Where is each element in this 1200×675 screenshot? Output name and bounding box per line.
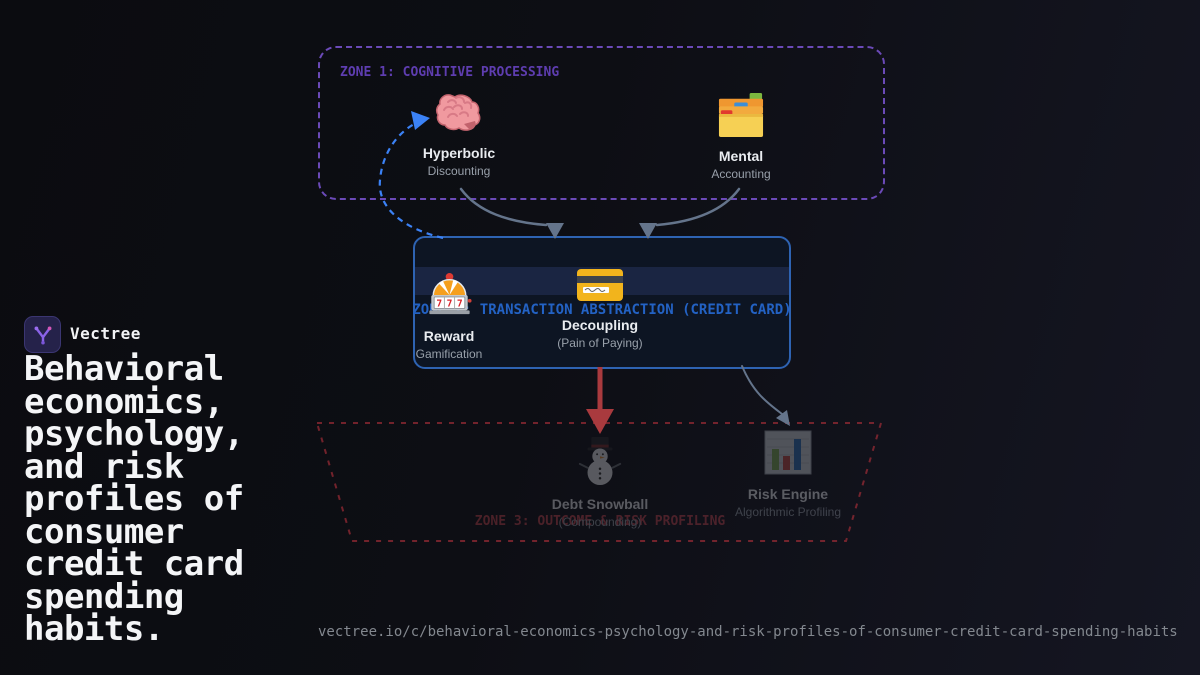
node-title: Hyperbolic: [422, 145, 496, 161]
node-title: Mental: [718, 148, 764, 164]
node-title: Decoupling: [561, 317, 639, 333]
vectree-branch-icon: [34, 326, 51, 344]
page-title: Behavioral economics, psychology, and ri…: [24, 349, 244, 649]
node-subtitle: Gamification: [415, 347, 483, 361]
footer-url: vectree.io/c/behavioral-economics-psycho…: [318, 624, 1178, 640]
zone1-cognitive-processing-box: ZONE 1: COGNITIVE PROCESSING: [318, 46, 885, 200]
node-title: Risk Engine: [747, 486, 829, 502]
node-subtitle: Discounting: [427, 164, 491, 178]
card-index-icon: [718, 92, 764, 138]
arrow-zone2-to-risk-engine: [741, 365, 783, 415]
svg-text:7: 7: [446, 299, 452, 310]
brain-icon: [435, 94, 481, 131]
brand-name: Vectree: [70, 324, 141, 343]
node-title: Debt Snowball: [551, 496, 649, 512]
svg-text:7: 7: [436, 299, 442, 310]
node-reward-gamification: 7 7 7 Reward Gamification: [384, 272, 514, 361]
zone3-boundary: [315, 422, 883, 542]
snowman-icon: [578, 436, 622, 486]
node-subtitle: Algorithmic Profiling: [734, 505, 842, 519]
node-decoupling: Decoupling (Pain of Paying): [535, 268, 665, 350]
node-risk-engine: Risk Engine Algorithmic Profiling: [723, 428, 853, 519]
svg-text:7: 7: [456, 299, 462, 310]
bar-chart-icon: [764, 430, 812, 475]
credit-card-icon: [577, 269, 623, 301]
node-debt-snowball: Debt Snowball (Compounding): [535, 435, 665, 529]
node-subtitle: (Compounding): [558, 515, 642, 529]
node-subtitle: Accounting: [711, 167, 771, 181]
arrowhead: [586, 409, 614, 434]
zone2-label: ZONE 2: TRANSACTION ABSTRACTION (CREDIT …: [412, 302, 792, 318]
node-hyperbolic-discounting: Hyperbolic Discounting: [394, 90, 524, 178]
brand-logo: [24, 316, 61, 353]
zone3-label: ZONE 3: OUTCOME & RISK PROFILING: [474, 514, 726, 529]
slot-machine-icon: 7 7 7: [428, 272, 472, 315]
node-subtitle: (Pain of Paying): [557, 336, 643, 350]
node-title: Reward: [423, 328, 475, 344]
node-mental-accounting: Mental Accounting: [676, 92, 806, 181]
zone1-label: ZONE 1: COGNITIVE PROCESSING: [340, 65, 560, 80]
arrowhead: [776, 410, 790, 426]
